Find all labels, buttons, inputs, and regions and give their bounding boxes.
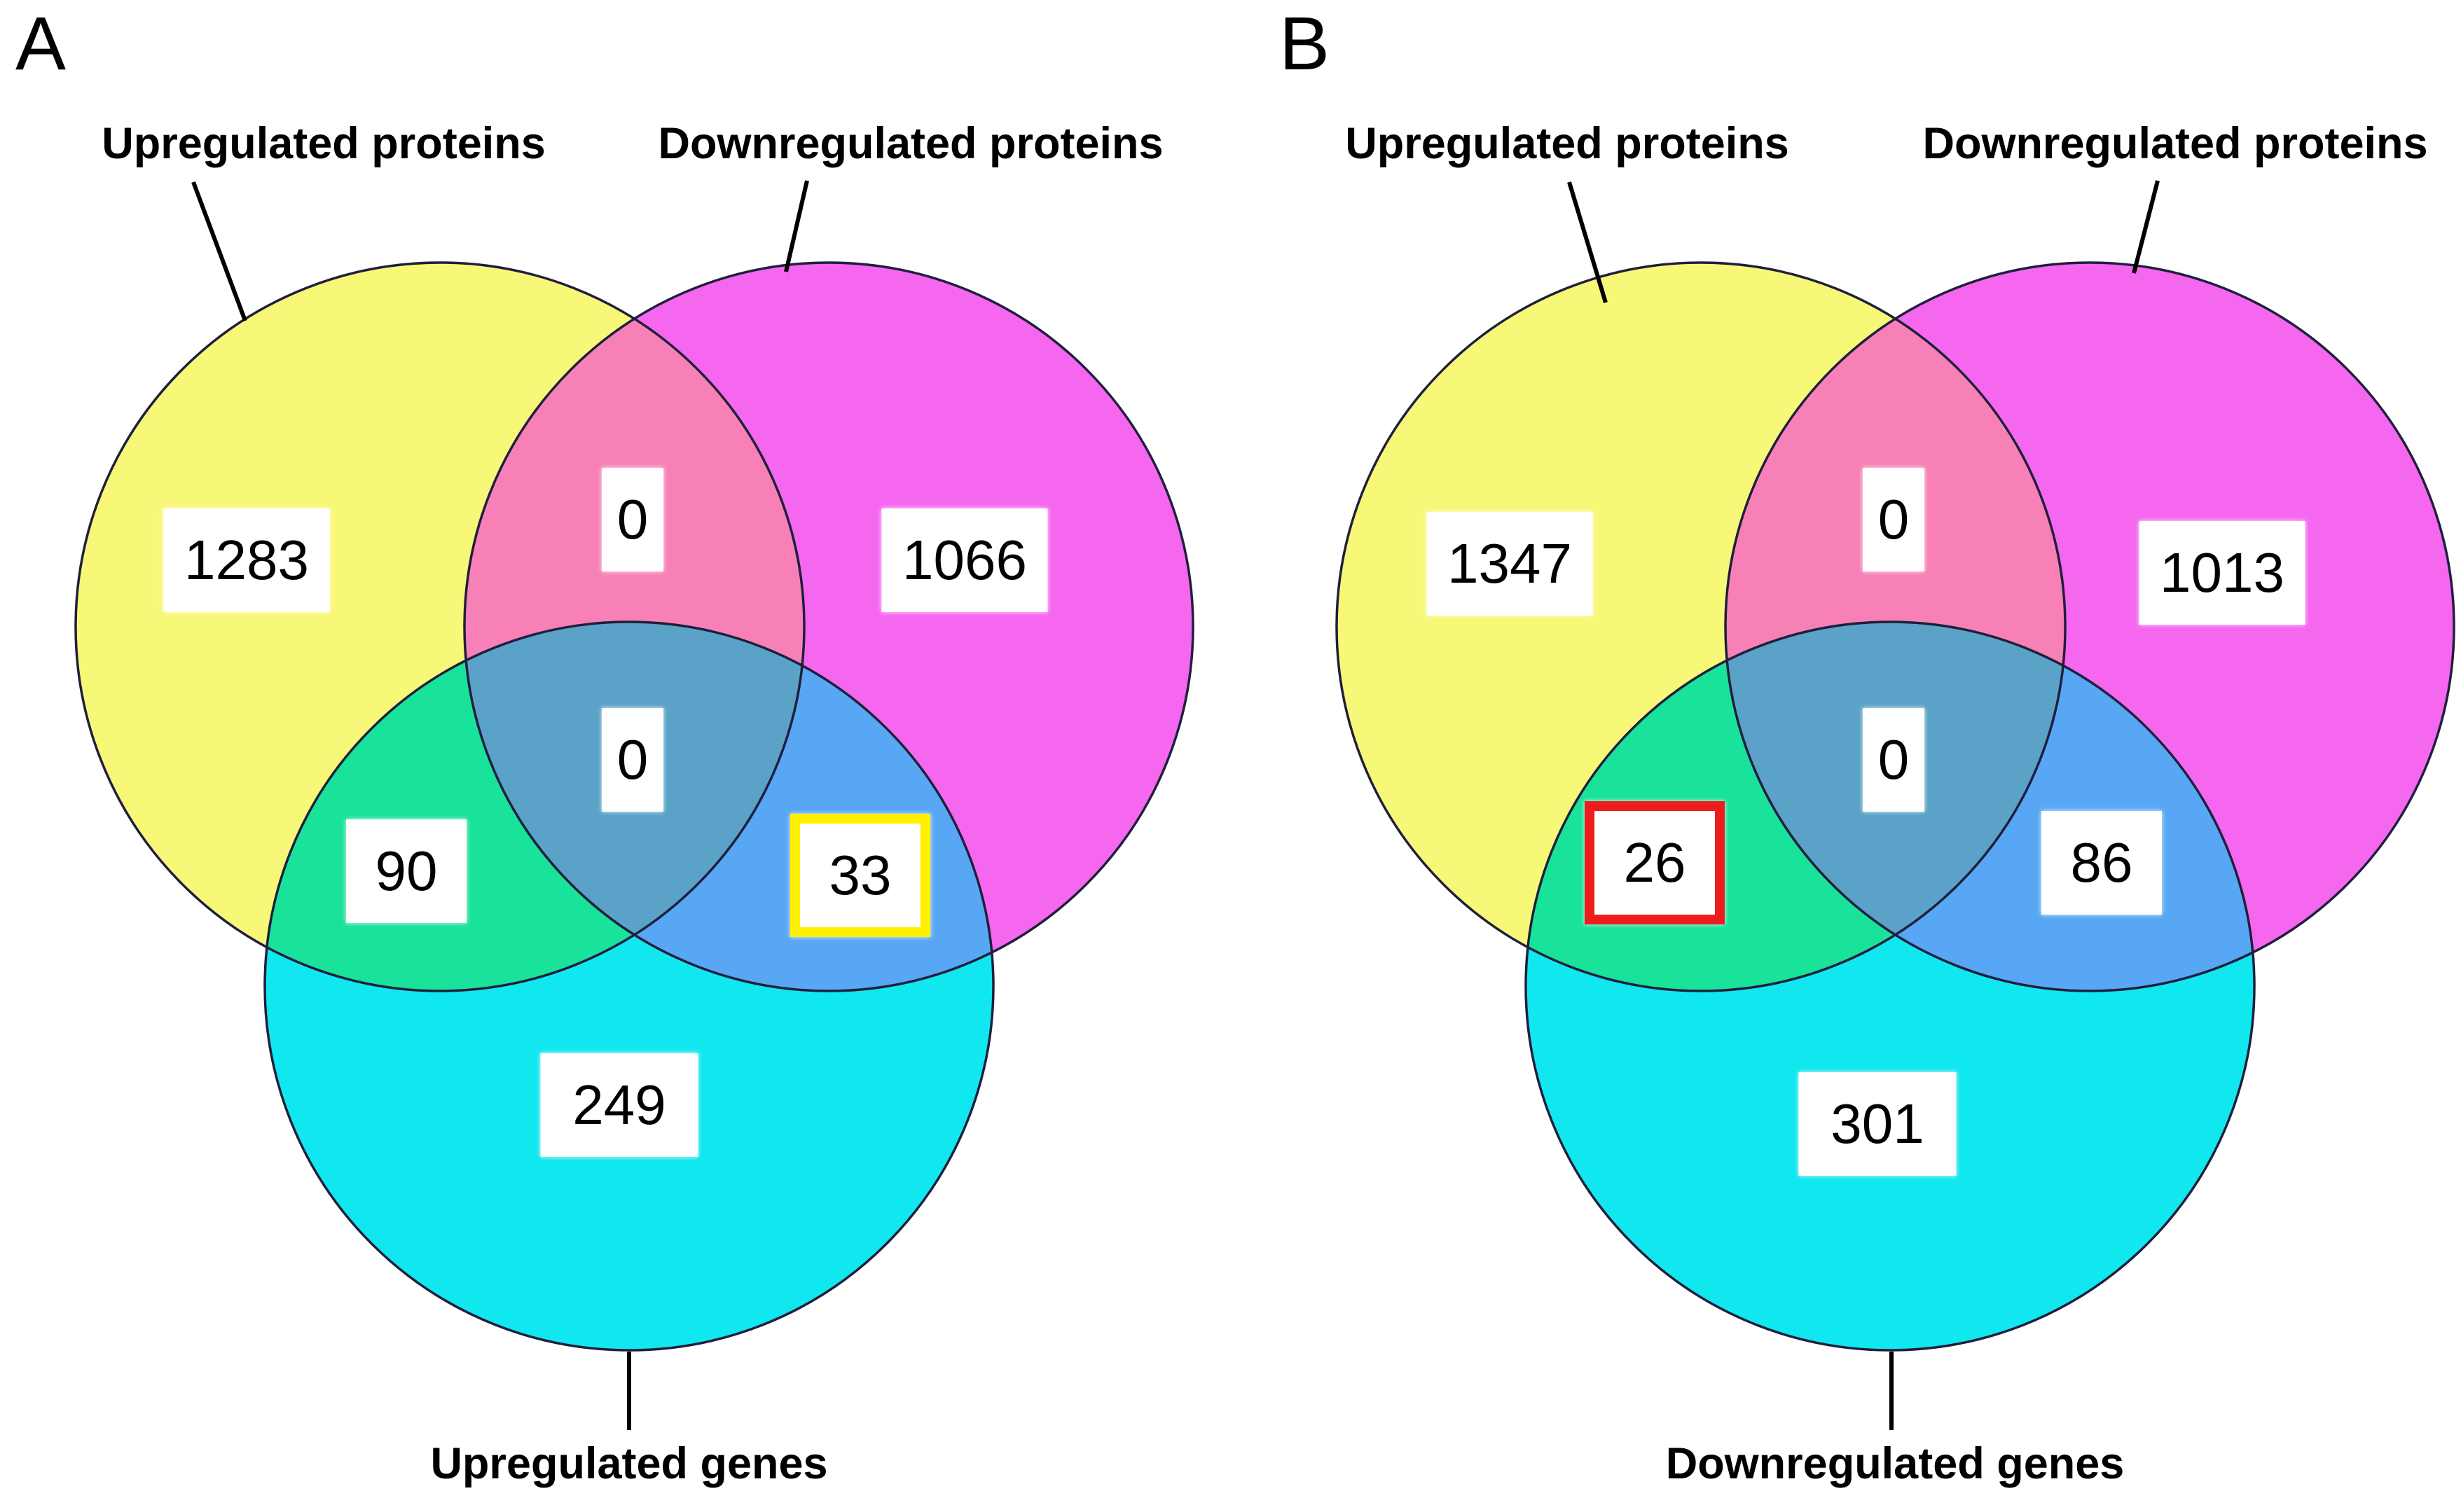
label-a-upregulated-genes: Upregulated genes bbox=[430, 1439, 828, 1488]
count-b-downproteins-and-downgenes: 86 bbox=[2041, 811, 2162, 915]
count-b-downregulated-genes-only: 301 bbox=[1798, 1072, 1957, 1176]
label-b-downregulated-proteins: Downregulated proteins bbox=[1922, 119, 2428, 168]
count-a-upregulated-genes-only: 249 bbox=[540, 1053, 698, 1157]
count-a-upproteins-and-upgenes: 90 bbox=[346, 819, 467, 923]
pointer-line-a-downregulated-proteins bbox=[784, 180, 809, 272]
label-a-downregulated-proteins: Downregulated proteins bbox=[658, 119, 1164, 168]
label-b-upregulated-proteins: Upregulated proteins bbox=[1345, 119, 1789, 168]
venn-b-magenta-outline bbox=[1724, 261, 2455, 992]
pointer-line-b-upregulated-proteins bbox=[1567, 181, 1608, 303]
count-b-downregulated-proteins-only: 1013 bbox=[2139, 521, 2305, 625]
venn-a-yellow-outline bbox=[74, 261, 806, 992]
label-b-downregulated-genes: Downregulated genes bbox=[1665, 1439, 2125, 1488]
venn-a-cyan-outline bbox=[263, 620, 995, 1352]
count-a-downproteins-and-upgenes-highlighted: 33 bbox=[790, 814, 930, 937]
pointer-line-a-upregulated-proteins bbox=[191, 181, 247, 322]
venn-a-magenta-outline bbox=[463, 261, 1194, 992]
venn-b-yellow-outline bbox=[1335, 261, 2067, 992]
count-b-all-three: 0 bbox=[1863, 708, 1924, 812]
label-a-upregulated-proteins: Upregulated proteins bbox=[102, 119, 546, 168]
count-a-upregulated-proteins-only: 1283 bbox=[163, 508, 330, 612]
count-b-upproteins-and-downgenes-highlighted: 26 bbox=[1585, 801, 1725, 924]
count-b-upregulated-proteins-only: 1347 bbox=[1426, 512, 1593, 616]
count-b-proteins-up-and-down: 0 bbox=[1863, 468, 1924, 571]
count-a-all-three: 0 bbox=[602, 708, 663, 812]
count-a-downregulated-proteins-only: 1066 bbox=[881, 508, 1048, 612]
pointer-line-b-downregulated-proteins bbox=[2132, 180, 2160, 274]
count-a-proteins-up-and-down: 0 bbox=[602, 468, 663, 571]
venn-b-cyan-outline bbox=[1524, 620, 2256, 1352]
panel-b-letter: B bbox=[1279, 1, 1330, 85]
panel-a-letter: A bbox=[15, 1, 67, 85]
